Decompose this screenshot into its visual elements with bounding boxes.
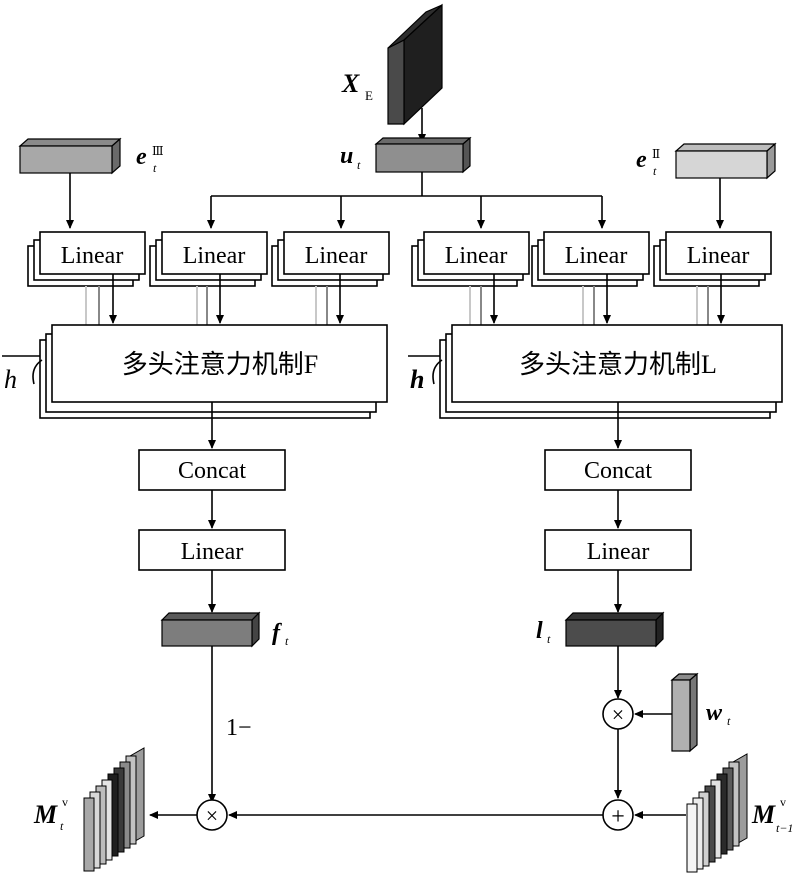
h-left-bracket (2, 355, 43, 385)
w-label-sub: t (727, 714, 731, 728)
one-minus-label: 1− (226, 715, 252, 741)
l-bar (564, 611, 665, 648)
xe-block (387, 3, 443, 126)
h-right-label: h (410, 365, 424, 394)
linear-label: Linear (687, 243, 750, 269)
e2-label-sub: t (653, 164, 657, 178)
linear-stack-5: Linear (531, 231, 650, 287)
xe-label: X (341, 69, 360, 98)
m-out-label-sub: t (60, 819, 64, 833)
f-label: f (272, 620, 282, 646)
linear-stack-3: Linear (271, 231, 390, 287)
e2-label: e (636, 147, 647, 173)
mha-l-label: 多头注意力机制L (519, 350, 717, 379)
concat-right-box (544, 449, 692, 491)
u-label-sub: t (357, 158, 361, 172)
multiply-right-symbol: × (612, 702, 624, 727)
u-label: u (340, 143, 353, 169)
u-bar (374, 136, 472, 174)
linear-label: Linear (183, 243, 246, 269)
concat-left-label: Concat (178, 458, 246, 484)
linear-out-left-label: Linear (181, 539, 244, 565)
m-prev-label: M (751, 800, 776, 829)
m-out-label-sup: v (62, 795, 68, 809)
f-bar (160, 611, 261, 648)
multiply-left-symbol: × (206, 803, 218, 828)
mha-f-label: 多头注意力机制F (122, 350, 318, 379)
f-label-sub: t (285, 634, 289, 648)
w-bar (670, 672, 699, 753)
w-label: w (706, 700, 723, 726)
e2-label-sup: Ⅱ (652, 147, 660, 161)
m-prev-label-sub: t−1 (776, 821, 793, 835)
linear-label: Linear (565, 243, 628, 269)
l-label-sub: t (547, 632, 551, 646)
linear-out-right-label: Linear (587, 539, 650, 565)
e3-label: e (136, 144, 147, 170)
xe-label-sub: E (365, 88, 373, 103)
e3-label-sub: t (153, 161, 157, 175)
m-prev-label-sup: v (780, 795, 786, 809)
linear-label: Linear (305, 243, 368, 269)
m-out-stack (83, 747, 145, 872)
concat-left-box (138, 449, 286, 491)
h-right-bracket (408, 355, 443, 385)
linear-label: Linear (61, 243, 124, 269)
linear-stack-6: Linear (653, 231, 772, 287)
linear-out-left-box (138, 529, 286, 571)
e3-label-sup: Ⅲ (152, 144, 164, 158)
e3-bar (18, 137, 122, 175)
m-prev-stack (686, 753, 748, 873)
m-out-label: M (33, 800, 58, 829)
h-left-label: h (4, 365, 17, 394)
l-label: l (536, 618, 543, 644)
mha-f-stack: 多头注意力机制F (39, 324, 388, 419)
u-distribution-lines (207, 172, 606, 229)
linear-stack-1: Linear (27, 231, 146, 287)
concat-right-label: Concat (584, 458, 652, 484)
mha-l-stack: 多头注意力机制L (439, 324, 783, 419)
e2-bar (674, 142, 777, 180)
linear-to-mha-lines (85, 274, 725, 325)
linear-label: Linear (445, 243, 508, 269)
plus-symbol: + (611, 804, 625, 830)
linear-stack-2: Linear (149, 231, 268, 287)
linear-stack-4: Linear (411, 231, 530, 287)
